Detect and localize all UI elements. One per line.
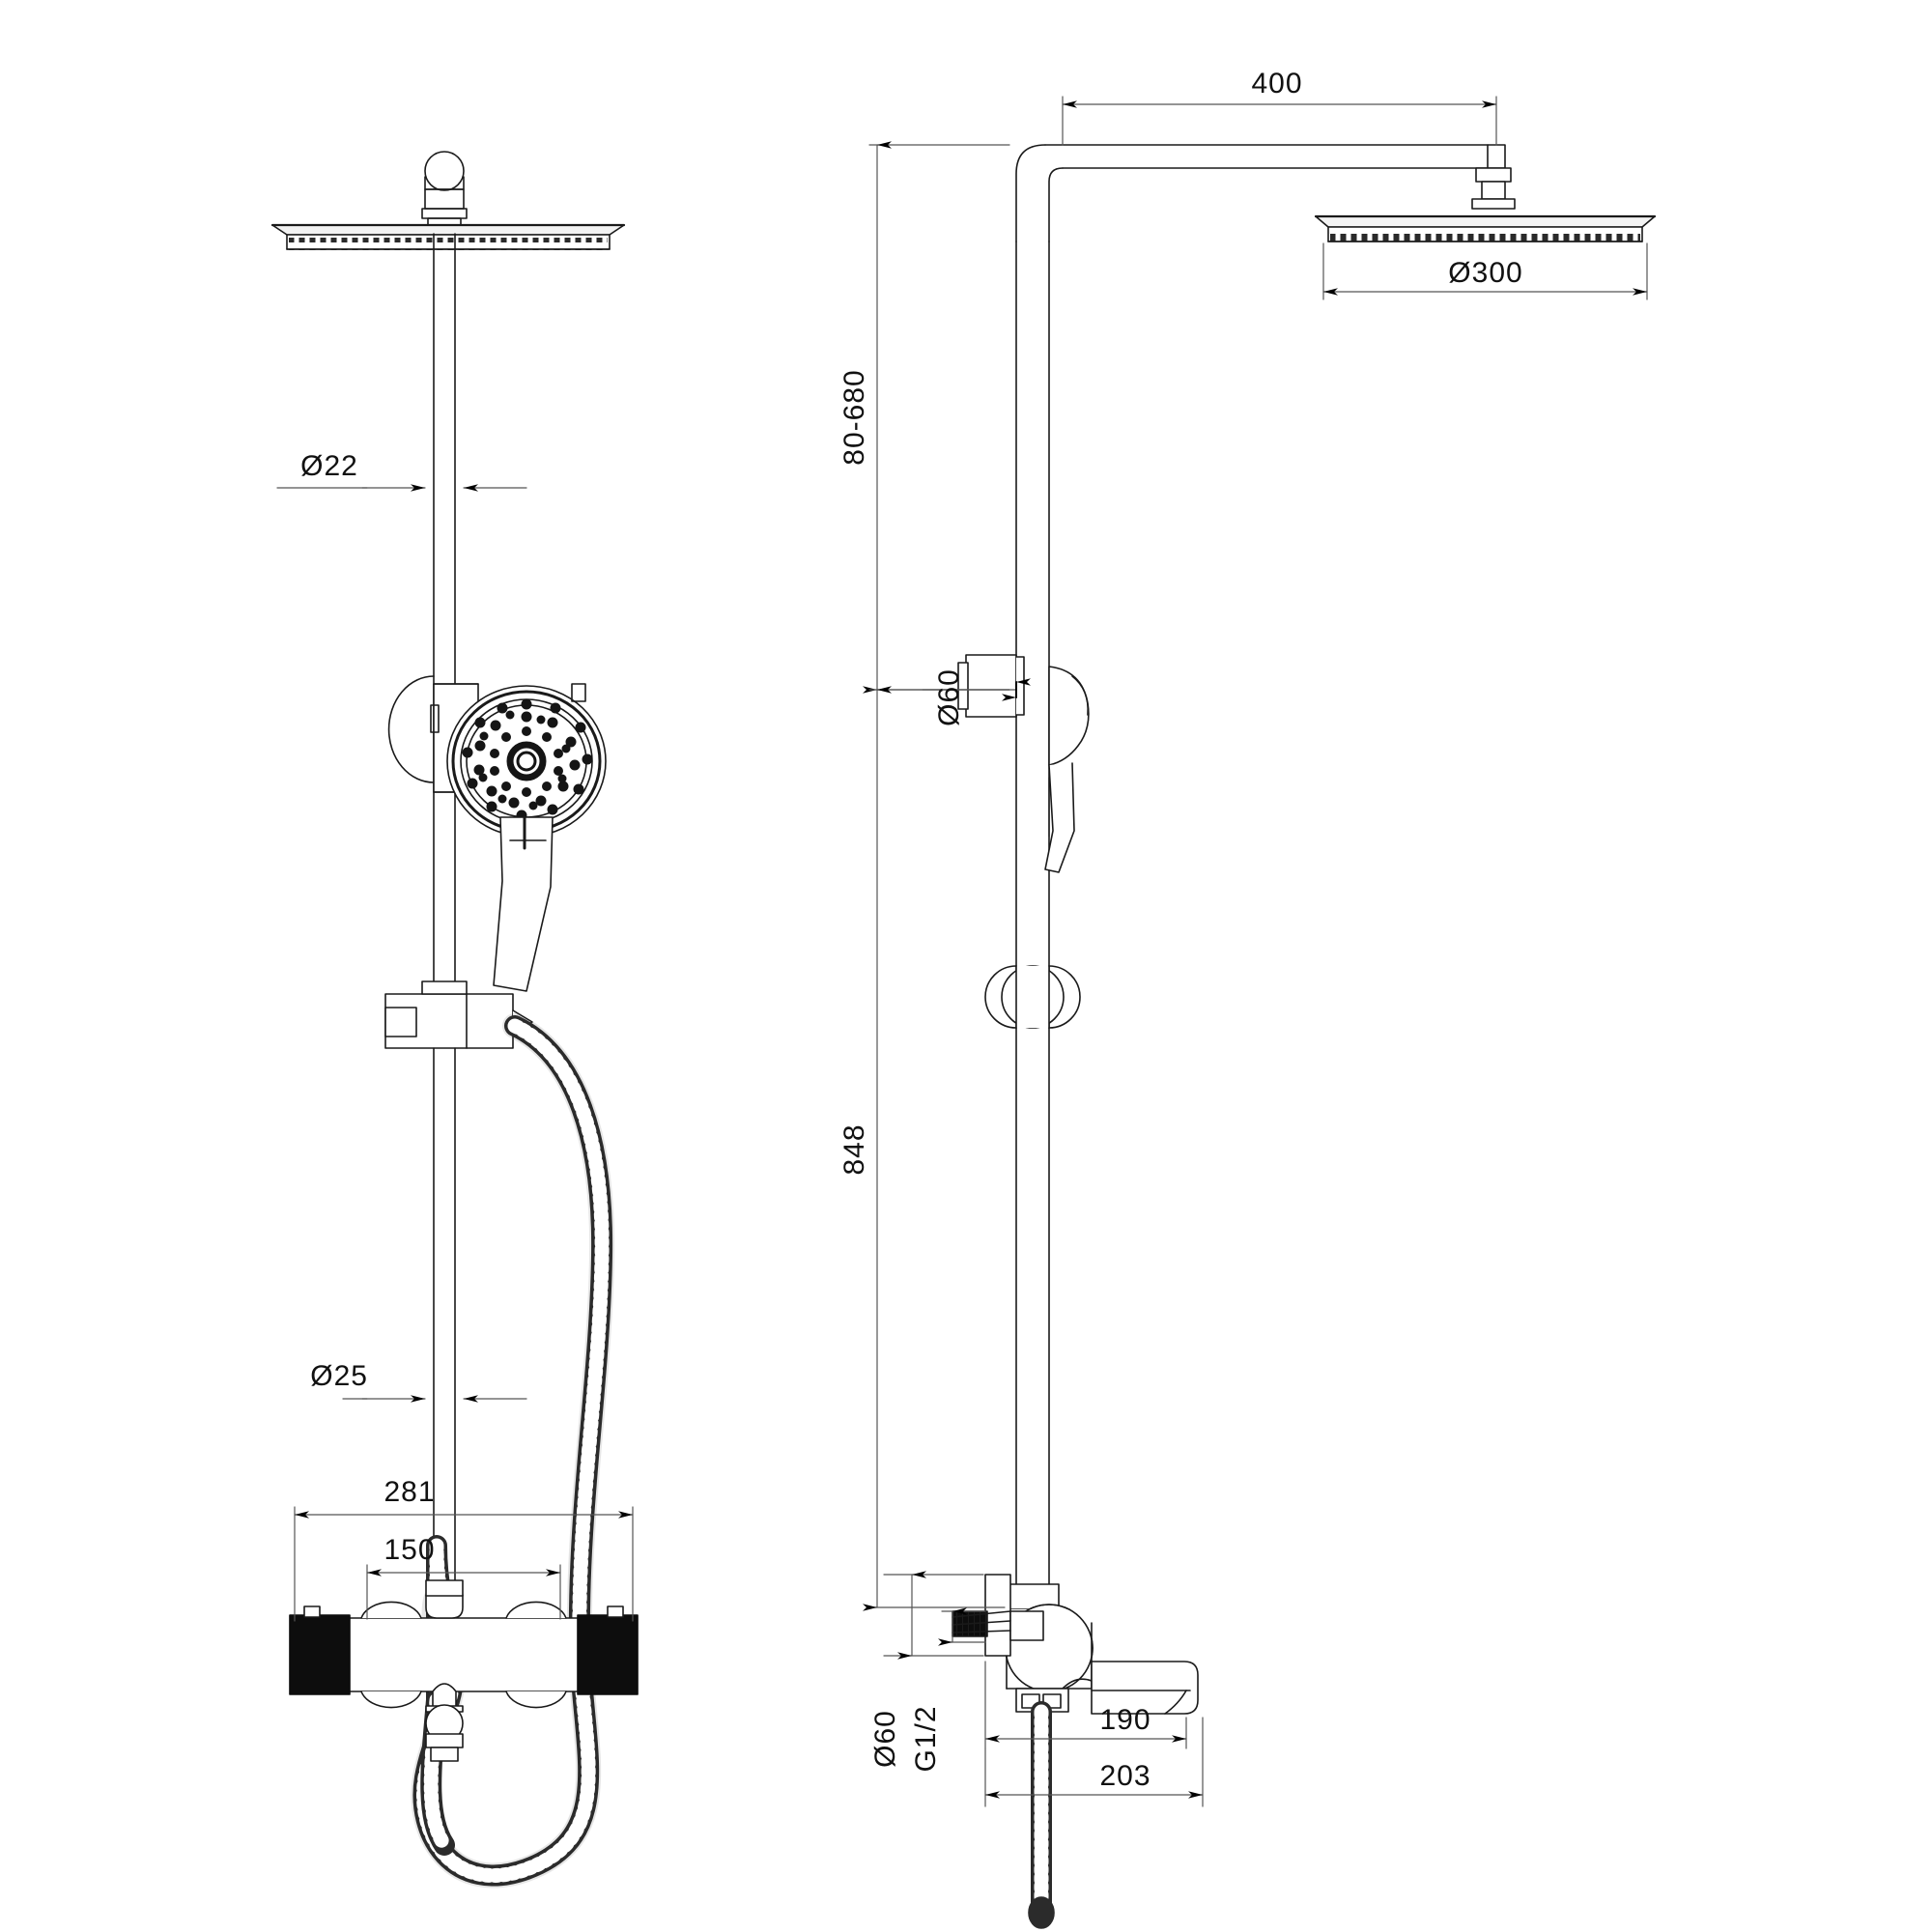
dim-label-400: 400 bbox=[1251, 68, 1302, 99]
bath-spout bbox=[1091, 1661, 1199, 1715]
dim-150: 150 bbox=[366, 1534, 561, 1620]
dim-label-dia60-escutcheon: Ø60 bbox=[869, 1710, 901, 1768]
dim-label-dia25: Ø25 bbox=[310, 1360, 368, 1392]
hand-shower bbox=[446, 683, 607, 992]
hand-shower-side bbox=[1044, 666, 1090, 873]
dim-label-150: 150 bbox=[384, 1534, 435, 1566]
riser-pipe-side bbox=[1015, 241, 1050, 1585]
dim-label-g12: G1/2 bbox=[910, 1705, 942, 1772]
mixer-body-side bbox=[1005, 1583, 1094, 1713]
dim-label-848: 848 bbox=[838, 1123, 870, 1175]
flexible-hose-side bbox=[1028, 1701, 1055, 1929]
dim-281: 281 bbox=[294, 1476, 634, 1622]
slider-bracket bbox=[384, 980, 533, 1049]
dim-203: 203 bbox=[984, 1717, 1204, 1807]
dim-g12: G1/2 bbox=[910, 1607, 986, 1773]
front-dimensions: Ø22 Ø25 281 150 bbox=[276, 450, 634, 1622]
dim-label-190: 190 bbox=[1099, 1704, 1151, 1736]
overhead-shower-head bbox=[270, 223, 626, 250]
thermostatic-valve bbox=[289, 1579, 639, 1762]
dim-848: 848 bbox=[838, 686, 1010, 1611]
riser-rail-lower bbox=[433, 1047, 456, 1605]
shower-head-fixing bbox=[1471, 167, 1516, 210]
dim-label-dia60-diverter: Ø60 bbox=[933, 668, 965, 726]
riser-rail bbox=[433, 233, 456, 995]
front-view: Ø22 Ø25 281 150 bbox=[270, 151, 639, 1889]
slider-bracket-side bbox=[984, 965, 1081, 1029]
dim-label-dia300: Ø300 bbox=[1448, 257, 1522, 289]
dim-190: 190 bbox=[984, 1661, 1187, 1749]
valve-handle-left bbox=[289, 1614, 351, 1695]
side-dimensions: 400 Ø300 80-680 848 bbox=[838, 68, 1648, 1807]
dim-dia-25: Ø25 bbox=[310, 1360, 527, 1403]
dim-label-dia22: Ø22 bbox=[300, 450, 358, 482]
diverter-knob bbox=[957, 654, 1025, 718]
valve-handle-right bbox=[577, 1614, 639, 1695]
dim-dia-60-escutcheon: Ø60 bbox=[869, 1571, 984, 1768]
dim-label-203: 203 bbox=[1099, 1760, 1151, 1792]
dim-dia-22: Ø22 bbox=[276, 450, 527, 492]
dim-dia-60-diverter: Ø60 bbox=[922, 668, 1031, 726]
shower-arm-ball-joint bbox=[421, 151, 468, 235]
dim-label-281: 281 bbox=[384, 1476, 435, 1508]
dim-80-680: 80-680 bbox=[838, 141, 1010, 694]
overhead-shower-head-side bbox=[1314, 214, 1657, 242]
shower-arm-elbow bbox=[1015, 144, 1506, 242]
dim-label-80-680: 80-680 bbox=[838, 369, 870, 465]
side-view: 400 Ø300 80-680 848 bbox=[838, 68, 1657, 1929]
dim-dia-300: Ø300 bbox=[1322, 242, 1648, 300]
dim-400: 400 bbox=[1062, 68, 1497, 146]
